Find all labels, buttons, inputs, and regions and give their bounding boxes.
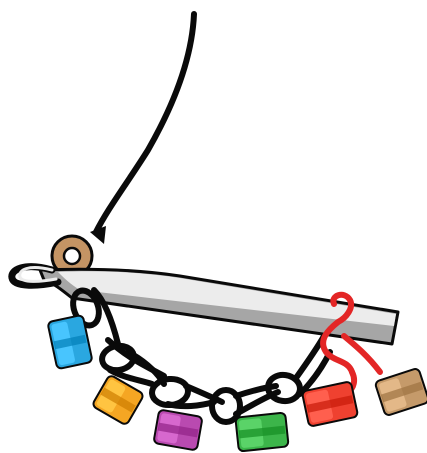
marker-purple: [153, 409, 202, 450]
marker-red: [302, 381, 358, 427]
marker-tan: [375, 368, 427, 416]
marker-green: [235, 412, 288, 451]
yarn-strand: [96, 14, 194, 232]
